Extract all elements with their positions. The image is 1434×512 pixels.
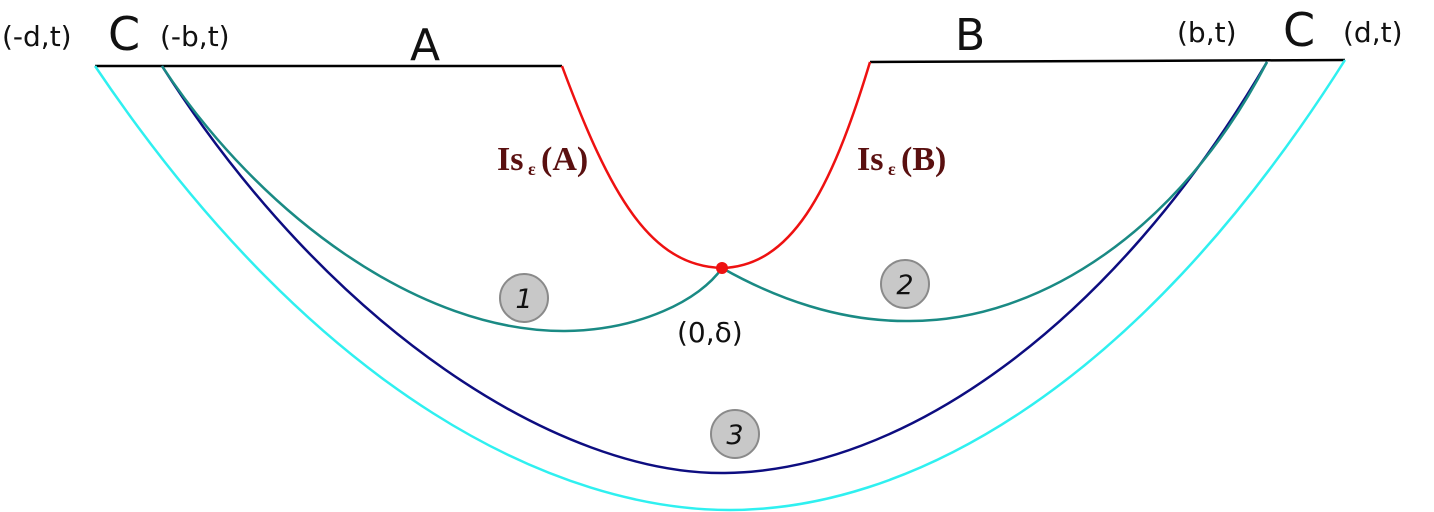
label-d-t: (d,t) (1343, 16, 1403, 49)
boundary-line-right (869, 58, 1346, 64)
iso-a-main: Is (497, 141, 523, 178)
isosurface-a-label: Is ε (A) (497, 141, 588, 179)
curve-teal-geodesic-2 (721, 61, 1269, 323)
iso-a-sub: ε (528, 159, 536, 179)
region-a-label: A (410, 20, 440, 71)
isosurface-a-curve (560, 65, 723, 270)
curve-cyan-geodesic (93, 59, 1347, 512)
iso-b-sub: ε (888, 159, 896, 179)
isosurface-b-label: Is ε (B) (857, 141, 946, 179)
intersection-point (716, 262, 728, 274)
label-minus-b-t: (-b,t) (160, 20, 230, 53)
isosurface-b-curve (721, 61, 872, 270)
badge-1-number: 1 (515, 284, 532, 315)
iso-b-arg: (B) (901, 141, 946, 178)
badge-1-circle (499, 273, 549, 323)
region-c-left-label: C (108, 7, 140, 61)
badge-1: 1 (499, 273, 549, 323)
badge-2-number: 2 (896, 270, 913, 301)
label-origin-delta: (0,δ) (677, 316, 743, 349)
region-b-label: B (955, 10, 985, 61)
iso-b-main: Is (857, 141, 883, 178)
label-minus-d-t: (-d,t) (2, 20, 72, 53)
badge-3-circle (710, 409, 760, 459)
curve-navy-geodesic (160, 61, 1269, 475)
region-c-right-label: C (1283, 3, 1315, 57)
label-b-t: (b,t) (1177, 16, 1237, 49)
badge-2-circle (880, 259, 930, 309)
badge-3: 3 (710, 409, 760, 459)
curve-teal-geodesic-1 (160, 65, 724, 333)
badge-2: 2 (880, 259, 930, 309)
badge-3-number: 3 (726, 420, 743, 451)
iso-a-arg: (A) (541, 141, 588, 178)
